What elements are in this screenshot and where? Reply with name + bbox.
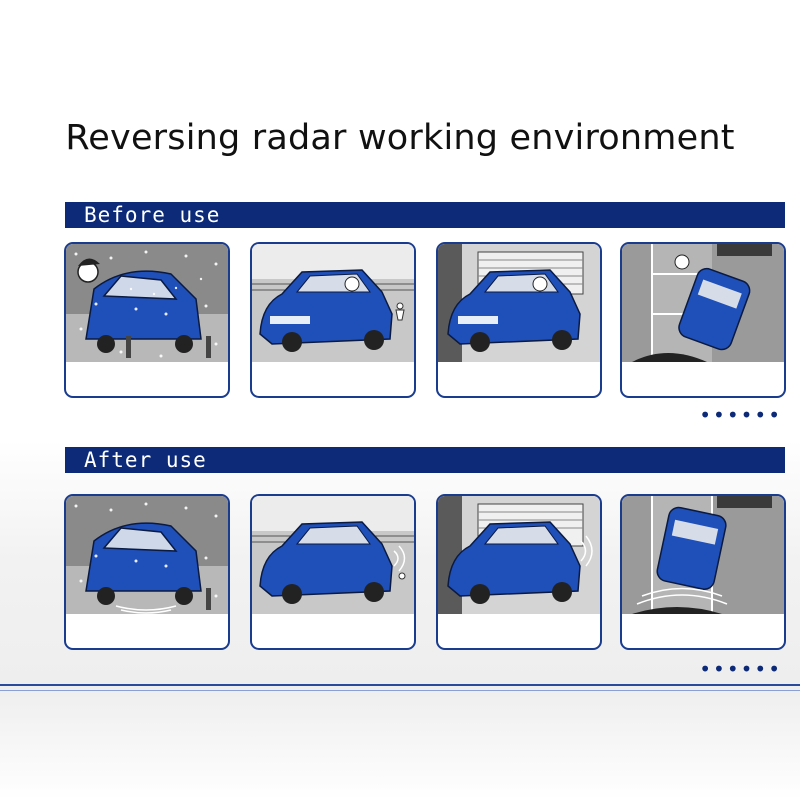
garage-scene-image — [438, 244, 600, 362]
illustration-snow-before — [64, 242, 230, 398]
page-title: Reversing radar working environment — [65, 118, 735, 158]
illustration-garage-before — [436, 242, 602, 398]
footer-divider — [0, 684, 800, 686]
parking-scene-image — [622, 244, 784, 362]
illustration-child-before — [250, 242, 416, 398]
illustration-child-after — [250, 494, 416, 650]
garage-scene-image — [438, 496, 600, 614]
section-header-before: Before use — [65, 202, 785, 228]
child-scene-image — [252, 496, 414, 614]
illustration-snow-after — [64, 494, 230, 650]
before-illustration-row — [64, 242, 788, 402]
illustration-garage-after — [436, 494, 602, 650]
more-indicator-before: •••••• — [699, 403, 782, 427]
snow-scene-image — [66, 244, 228, 362]
footer-divider-thin — [0, 690, 800, 691]
section-header-after: After use — [65, 447, 785, 473]
after-illustration-row — [64, 494, 788, 654]
snow-scene-image — [66, 496, 228, 614]
parking-scene-image — [622, 496, 784, 614]
illustration-parking-after — [620, 494, 786, 650]
child-scene-image — [252, 244, 414, 362]
more-indicator-after: •••••• — [699, 657, 782, 681]
illustration-parking-before — [620, 242, 786, 398]
